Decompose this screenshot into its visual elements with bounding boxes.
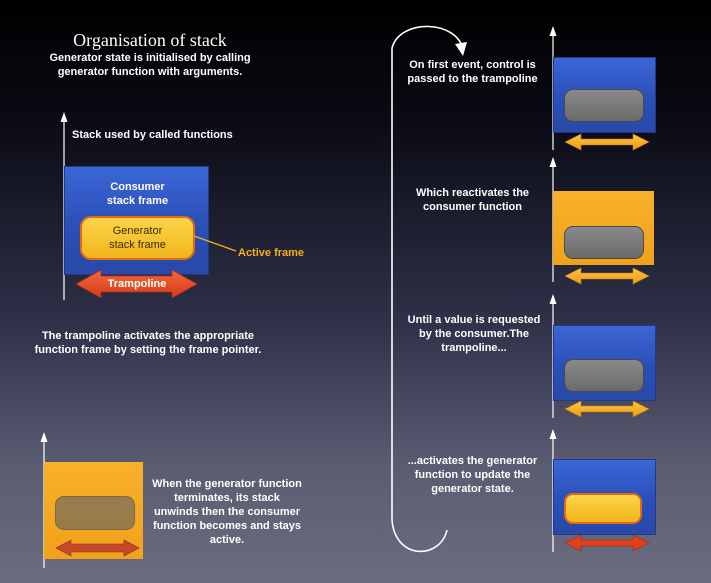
- step4-arrow: [564, 534, 650, 552]
- step1-generator-frame: [564, 89, 644, 122]
- explanation-text: The trampoline activates the appropriate…: [34, 330, 262, 356]
- step1-text: On first event, control is passed to the…: [407, 59, 538, 85]
- step2-generator-frame: [564, 226, 644, 259]
- termination-text: When the generator function terminates, …: [152, 478, 302, 546]
- step2-text: Which reactivates the consumer function: [415, 187, 530, 213]
- step4-text: ...activates the generator function to u…: [407, 455, 538, 495]
- step2-arrow: [564, 267, 650, 285]
- step3-generator-frame: [564, 359, 644, 392]
- step4-generator-frame: [564, 493, 642, 524]
- unwound-generator-frame: [55, 496, 135, 530]
- consumer-frame-label: Consumer stack frame: [106, 181, 169, 207]
- page-title: Organisation of stack: [73, 30, 227, 50]
- stack-used-label: Stack used by called functions: [72, 129, 233, 141]
- active-frame-label: Active frame: [238, 247, 305, 259]
- step1-arrow: [564, 133, 650, 151]
- subtitle: Generator state is initialised by callin…: [49, 52, 251, 78]
- step3-arrow: [564, 400, 650, 418]
- step3-text: Until a value is requested by the consum…: [407, 314, 541, 354]
- generator-frame-label: Generator stack frame: [109, 225, 166, 251]
- trampoline-label: Trampoline: [107, 278, 167, 290]
